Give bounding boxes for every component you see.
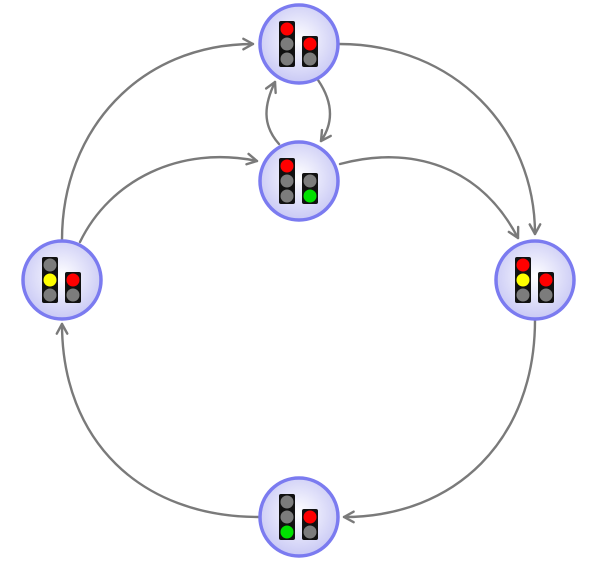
lamp-off bbox=[303, 52, 317, 66]
arrowhead bbox=[245, 152, 259, 166]
arrowhead bbox=[264, 80, 277, 95]
state-circle bbox=[258, 3, 340, 85]
lamp-red bbox=[516, 258, 530, 272]
transition-left-to-top bbox=[60, 37, 255, 242]
transition-top-to-right bbox=[337, 42, 542, 236]
lamp-off bbox=[303, 525, 317, 539]
lamp-red bbox=[66, 273, 80, 287]
arrowhead bbox=[319, 128, 332, 143]
transition-left-to-middle bbox=[78, 152, 259, 244]
arrowhead bbox=[55, 322, 69, 335]
transition-curve bbox=[338, 156, 520, 240]
lamp-green bbox=[280, 525, 294, 539]
lamp-red bbox=[539, 273, 553, 287]
transition-bottom-to-left bbox=[55, 322, 261, 519]
transition-top-to-middle bbox=[316, 78, 332, 143]
state-circle bbox=[258, 140, 340, 222]
lamp-yellow bbox=[516, 273, 530, 287]
transition-curve bbox=[78, 156, 259, 244]
lamp-red bbox=[280, 22, 294, 36]
lamp-off bbox=[303, 174, 317, 188]
lamp-off bbox=[280, 495, 294, 509]
transition-curve bbox=[60, 322, 261, 519]
lamp-off bbox=[66, 288, 80, 302]
transition-curve bbox=[265, 80, 281, 146]
state-circle bbox=[21, 239, 103, 321]
transition-middle-to-top bbox=[264, 80, 281, 146]
lamp-off bbox=[516, 288, 530, 302]
transition-curve bbox=[337, 42, 537, 236]
lamp-red bbox=[303, 510, 317, 524]
state-circle bbox=[258, 476, 340, 558]
lamp-off bbox=[280, 37, 294, 51]
transition-curve bbox=[342, 318, 537, 519]
state-circle bbox=[494, 239, 576, 321]
state-nodes bbox=[21, 3, 576, 558]
arrowhead bbox=[242, 37, 255, 51]
state-node-left bbox=[21, 239, 103, 321]
lamp-red bbox=[303, 37, 317, 51]
lamp-red bbox=[280, 159, 294, 173]
arrowhead bbox=[342, 510, 355, 524]
arrowhead bbox=[528, 223, 542, 236]
transition-middle-to-right bbox=[338, 156, 520, 240]
lamp-yellow bbox=[43, 273, 57, 287]
transition-right-to-bottom bbox=[342, 318, 537, 524]
lamp-off bbox=[280, 52, 294, 66]
transition-arrows bbox=[55, 37, 542, 524]
lamp-off bbox=[43, 258, 57, 272]
state-node-bottom bbox=[258, 476, 340, 558]
state-node-top bbox=[258, 3, 340, 85]
state-node-right bbox=[494, 239, 576, 321]
transition-curve bbox=[60, 42, 255, 242]
lamp-green bbox=[303, 189, 317, 203]
transition-curve bbox=[316, 78, 332, 143]
lamp-off bbox=[43, 288, 57, 302]
state-node-middle bbox=[258, 140, 340, 222]
lamp-off bbox=[539, 288, 553, 302]
arrowhead bbox=[507, 225, 520, 240]
lamp-off bbox=[280, 510, 294, 524]
lamp-off bbox=[280, 189, 294, 203]
lamp-off bbox=[280, 174, 294, 188]
